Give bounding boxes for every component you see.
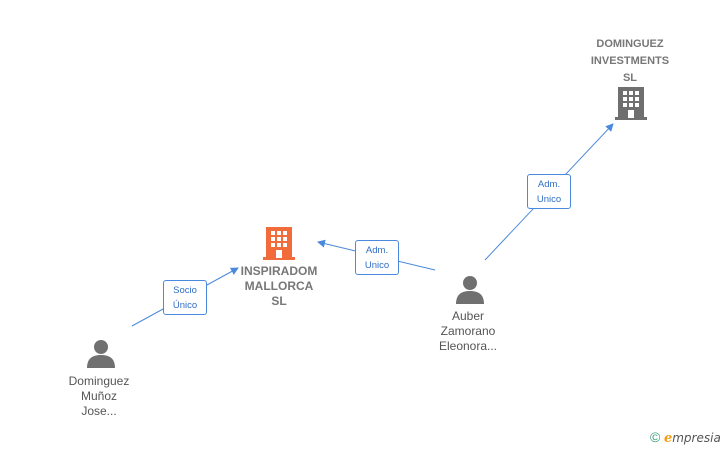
- empresia-logo: © empresia: [650, 429, 721, 446]
- edge-label-adm-unico-inspiradom[interactable]: Adm. Unico: [355, 240, 399, 275]
- company-dominguez-investments-label[interactable]: DOMINGUEZ INVESTMENTS SL: [570, 36, 690, 87]
- label-line: Eleonora...: [438, 339, 498, 353]
- label-line: Dominguez: [68, 374, 130, 388]
- label-line: DOMINGUEZ: [596, 38, 664, 50]
- brand-initial: e: [663, 431, 673, 446]
- person-icon[interactable]: [455, 274, 485, 304]
- label-line: Auber: [451, 309, 485, 323]
- building-icon[interactable]: [615, 85, 647, 120]
- label-line: INVESTMENTS: [590, 55, 670, 67]
- edge-label-line: Socio: [173, 285, 197, 296]
- brand-name: mpresia: [672, 431, 721, 445]
- edge-label-line: Único: [172, 300, 198, 311]
- label-line: SL: [622, 72, 638, 84]
- label-line: Jose...: [81, 404, 117, 418]
- edge-label-line: Unico: [364, 260, 390, 271]
- label-line: MALLORCA: [244, 279, 314, 293]
- company-inspiradom-label[interactable]: INSPIRADOM MALLORCA SL: [219, 264, 339, 309]
- label-line: Zamorano: [440, 324, 496, 338]
- edge-label-line: Adm.: [365, 245, 389, 256]
- edge-label-socio-unico[interactable]: Socio Único: [163, 280, 207, 315]
- copyright-symbol: ©: [650, 429, 661, 445]
- person-auber-label[interactable]: Auber Zamorano Eleonora...: [408, 309, 528, 354]
- label-line: INSPIRADOM: [240, 264, 318, 278]
- building-icon[interactable]: [263, 225, 295, 260]
- edge-label-line: Adm.: [537, 179, 561, 190]
- label-line: SL: [271, 294, 287, 308]
- edge-label-line: Unico: [536, 194, 562, 205]
- person-icon[interactable]: [86, 338, 116, 368]
- edge-label-adm-unico-investments[interactable]: Adm. Unico: [527, 174, 571, 209]
- person-dominguez-munoz-label[interactable]: Dominguez Muñoz Jose...: [39, 374, 159, 419]
- label-line: Muñoz: [80, 389, 118, 403]
